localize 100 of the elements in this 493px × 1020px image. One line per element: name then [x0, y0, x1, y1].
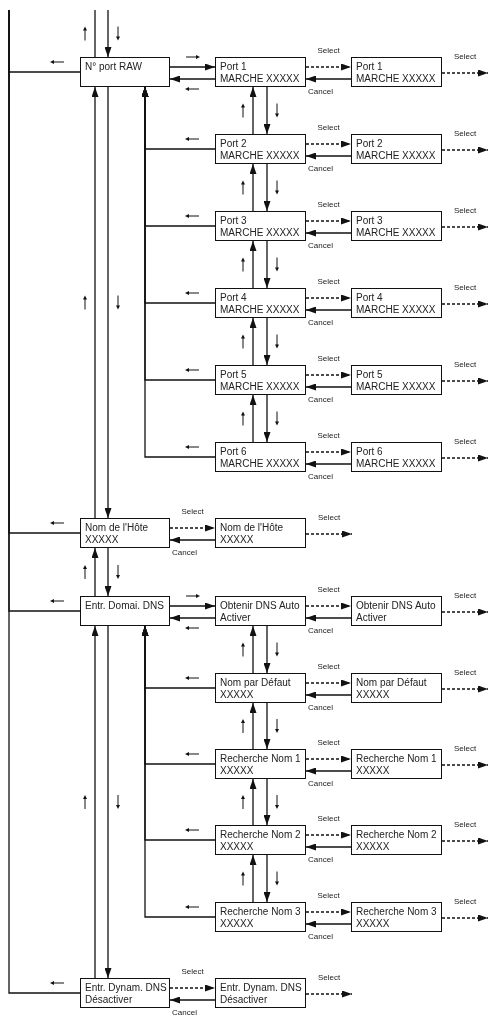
setting-value: MARCHE XXXXX [220, 227, 301, 239]
edge-label: Select [453, 437, 477, 447]
menu-box [215, 673, 306, 703]
arrow [104, 547, 112, 597]
menu-box [351, 288, 442, 318]
menu-item-label: Recherche Nom 1 [220, 753, 301, 765]
menu-box [80, 978, 170, 1008]
edge-label: Select [317, 585, 340, 595]
edge-label: Select [317, 46, 340, 56]
edge-label: Select [317, 738, 340, 748]
edge-label: Select [453, 744, 477, 754]
arrow [263, 163, 271, 212]
edge-label: Select [317, 277, 340, 287]
menu-item-label: Recherche Nom 3 [356, 906, 437, 918]
arrow [305, 614, 352, 622]
arrow [249, 86, 257, 135]
arrow [249, 778, 257, 826]
arrow [169, 63, 216, 71]
menu-box [80, 57, 170, 87]
edge-label: Cancel [308, 318, 333, 328]
setting-value: MARCHE XXXXX [356, 458, 437, 470]
dashed-arrow [305, 448, 352, 456]
menu-item-label: Entr. Dynam. DNS [85, 982, 165, 994]
arrow [249, 163, 257, 212]
menu-item-label: Recherche Nom 2 [220, 829, 301, 841]
edge-label: Select [317, 814, 340, 824]
menu-box [215, 518, 306, 548]
edge-label: Select [317, 123, 340, 133]
setting-value: MARCHE XXXXX [220, 458, 301, 470]
edge-label: Cancel [308, 855, 333, 865]
setting-value: MARCHE XXXXX [220, 73, 301, 85]
dashed-arrow [169, 984, 216, 992]
arrow [263, 778, 271, 826]
connector-line [94, 9, 96, 58]
menu-item-label: Port 5 [356, 369, 384, 381]
menu-box [215, 902, 306, 932]
dashed-arrow [305, 217, 352, 225]
edge-label: Select [317, 354, 340, 364]
menu-item-label: Port 2 [356, 138, 384, 150]
menu-box [351, 365, 442, 395]
arrow [91, 625, 99, 979]
menu-item-label: Nom par Défaut [220, 677, 292, 689]
setting-value: MARCHE XXXXX [356, 304, 437, 316]
menu-box [351, 57, 442, 87]
menu-item-label: Port 2 [220, 138, 248, 150]
setting-value: XXXXX [356, 918, 391, 930]
menu-box [215, 365, 306, 395]
edge-label: Select [453, 897, 477, 907]
setting-value: XXXXX [356, 689, 391, 701]
edge-label: Select [453, 820, 477, 830]
setting-value: Activer [220, 612, 252, 624]
setting-value: MARCHE XXXXX [356, 381, 437, 393]
menu-item-label: N° port RAW [85, 61, 143, 73]
menu-item-label: Port 1 [356, 61, 384, 73]
arrow [249, 625, 257, 674]
dashed-arrow [441, 837, 489, 845]
edge-label: Select [317, 973, 341, 983]
dashed-arrow [305, 371, 352, 379]
dashed-arrow [441, 914, 489, 922]
setting-value: XXXXX [220, 918, 255, 930]
setting-value: MARCHE XXXXX [356, 150, 437, 162]
dashed-arrow [305, 530, 353, 538]
dashed-arrow [441, 300, 489, 308]
arrow [305, 383, 352, 391]
arrow [305, 843, 352, 851]
menu-box [215, 57, 306, 87]
menu-box [351, 825, 442, 855]
menu-item-label: Recherche Nom 2 [356, 829, 437, 841]
menu-box [351, 749, 442, 779]
menu-item-label: Port 6 [356, 446, 384, 458]
dashed-arrow [305, 990, 353, 998]
dashed-arrow [441, 146, 489, 154]
setting-value: XXXXX [356, 765, 391, 777]
menu-box [80, 518, 170, 548]
menu-item-label: Nom de l'Hôte [220, 522, 285, 534]
setting-value: XXXXX [220, 534, 255, 546]
menu-box [351, 673, 442, 703]
dashed-arrow [441, 685, 489, 693]
menu-box [215, 211, 306, 241]
menu-box [351, 211, 442, 241]
arrow [104, 86, 112, 519]
edge-label: Select [453, 129, 477, 139]
edge-label: Select [453, 360, 477, 370]
arrow [104, 9, 112, 58]
arrow [263, 317, 271, 366]
arrow [305, 152, 352, 160]
edge-label: Select [453, 206, 477, 216]
menu-box [215, 288, 306, 318]
arrow [91, 547, 99, 597]
arrow [263, 240, 271, 289]
arrow [263, 86, 271, 135]
arrow [169, 75, 216, 83]
menu-box [351, 902, 442, 932]
dashed-arrow [441, 761, 489, 769]
setting-value: XXXXX [220, 765, 255, 777]
edge-label: Select [181, 507, 204, 517]
dashed-arrow [305, 679, 352, 687]
menu-item-label: Entr. Domai. DNS [85, 600, 165, 612]
arrow [305, 767, 352, 775]
menu-box [351, 442, 442, 472]
